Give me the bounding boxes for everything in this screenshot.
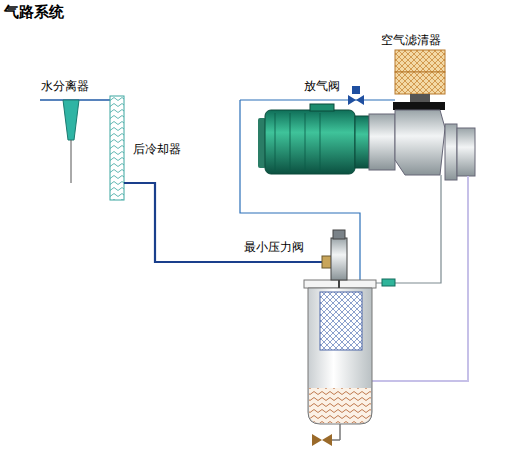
part-label: 空气滤清器 [380, 33, 442, 47]
part-label: 放气阀 [303, 79, 341, 93]
part-label: 水分离器 [40, 79, 90, 93]
part-label: 最小压力阀 [243, 240, 305, 254]
diagram-title: 气路系统 [4, 3, 64, 21]
part-label: 后冷却器 [132, 142, 182, 156]
